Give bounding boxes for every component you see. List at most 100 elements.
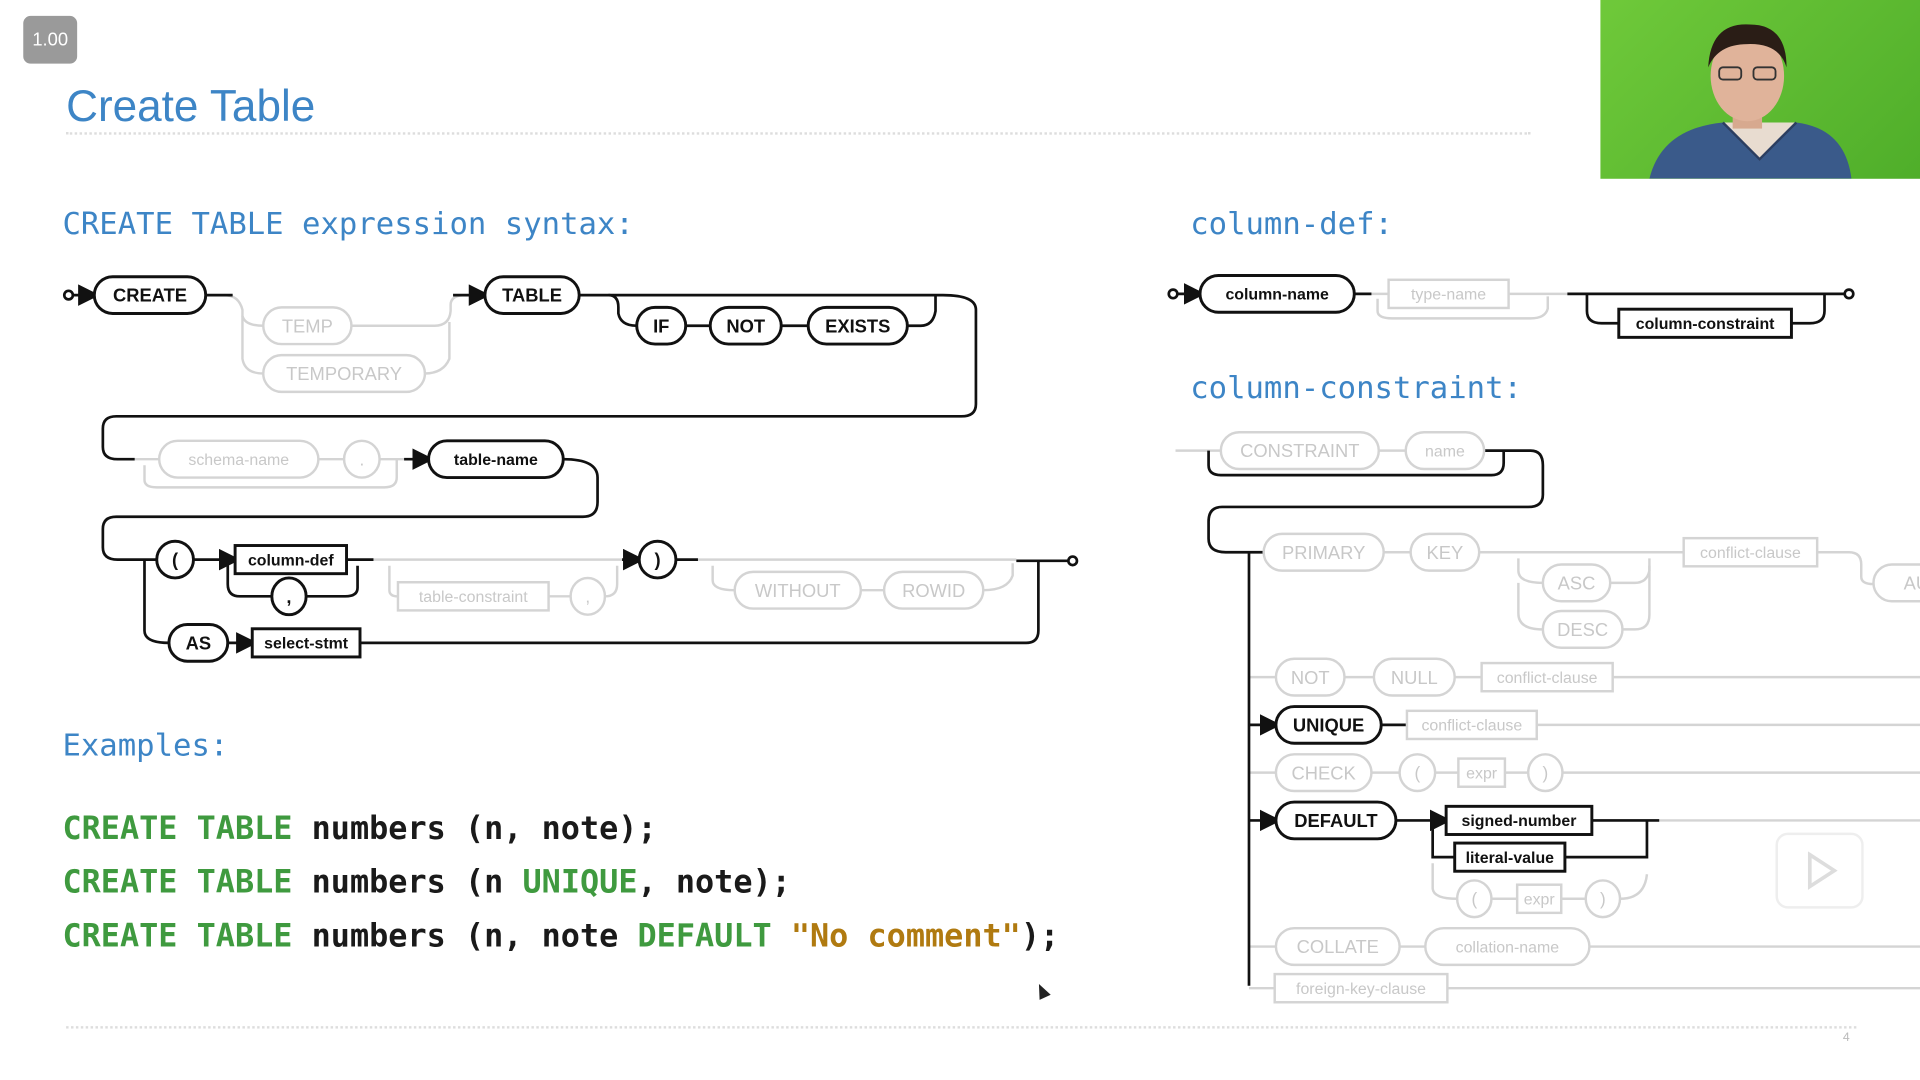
diagram-node-check-open: (	[1398, 753, 1437, 793]
node-shape	[1372, 657, 1456, 697]
node-shape	[1274, 926, 1401, 967]
node-shape	[1274, 753, 1373, 793]
node-label: ,	[585, 587, 590, 607]
node-label: select-stmt	[264, 636, 349, 653]
diagram-node-constraint: CONSTRAINT	[1219, 431, 1381, 471]
node-shape	[1444, 804, 1594, 836]
diagram-node-check-expr: expr	[1457, 757, 1507, 788]
diagram-node-desc: DESC	[1541, 609, 1624, 649]
node-label: expr	[1466, 765, 1498, 782]
node-label: CHECK	[1292, 762, 1357, 783]
node-shape	[1274, 800, 1398, 841]
diagram-node-temp: TEMP	[262, 306, 353, 346]
node-label: foreign-key-clause	[1296, 981, 1426, 998]
node-label: COLLATE	[1297, 936, 1379, 957]
node-shape	[1526, 753, 1564, 793]
node-label: table-name	[454, 452, 538, 469]
node-shape	[1198, 274, 1356, 314]
diagram-node-default-expr: expr	[1515, 883, 1563, 915]
node-shape	[637, 539, 678, 580]
node-label: conflict-clause	[1700, 545, 1801, 562]
node-shape	[92, 275, 208, 315]
diagram-node-as: AS	[167, 623, 230, 663]
diagram-main-paths	[62, 283, 1855, 986]
node-shape	[1682, 536, 1819, 568]
diagram-node-create: CREATE	[92, 275, 208, 315]
diagram-node-not: NOT	[708, 305, 783, 346]
diagram-node-schema-name: schema-name	[157, 439, 320, 479]
node-shape	[270, 576, 308, 617]
example-3: CREATE TABLE numbers (n, note DEFAULT "N…	[62, 918, 1059, 955]
node-label: CONSTRAINT	[1240, 440, 1359, 461]
node-label: AU	[1904, 572, 1920, 593]
node-label: name	[1425, 443, 1465, 460]
node-label: conflict-clause	[1421, 718, 1522, 735]
diagram-node-select-stmt: select-stmt	[250, 627, 362, 659]
node-shape	[1424, 926, 1591, 967]
play-button[interactable]	[1775, 832, 1864, 909]
node-shape	[1453, 841, 1567, 873]
node-shape	[1872, 563, 1920, 603]
diagram-node-temporary: TEMPORARY	[262, 353, 427, 394]
node-shape	[1274, 705, 1383, 745]
code-text: );	[1020, 918, 1060, 956]
node-label: table-constraint	[419, 589, 528, 606]
node-shape	[1480, 661, 1614, 693]
diagram-node-name: name	[1404, 431, 1486, 471]
node-shape	[1584, 879, 1622, 919]
diagram-node-open-paren: (	[155, 539, 195, 580]
node-shape	[250, 627, 362, 659]
keyword: UNIQUE	[522, 864, 638, 902]
syntax-heading: CREATE TABLE expression syntax:	[62, 205, 634, 242]
playback-speed-badge[interactable]: 1.00	[23, 15, 78, 64]
node-label: ,	[286, 586, 291, 607]
node-label: TEMPORARY	[286, 363, 402, 384]
node-shape	[1457, 757, 1507, 788]
node-shape	[262, 353, 427, 394]
node-shape	[1262, 532, 1385, 572]
node-shape	[396, 581, 550, 612]
play-icon	[1807, 851, 1838, 890]
node-label: DEFAULT	[1294, 810, 1378, 831]
keyword: DEFAULT	[637, 918, 772, 956]
diagram-node-primary: PRIMARY	[1262, 532, 1385, 572]
node-label: schema-name	[188, 452, 289, 469]
diagram-optional-paths	[134, 292, 1920, 990]
node-label: CREATE	[113, 285, 187, 306]
diagram-node-signed-number: signed-number	[1444, 804, 1594, 836]
diagram-node-exists: EXISTS	[806, 305, 909, 346]
node-label: NULL	[1391, 667, 1438, 688]
node-shape	[733, 570, 863, 610]
code-text: , note);	[637, 864, 791, 902]
node-shape	[806, 305, 909, 346]
diagram-node-check-close: )	[1526, 753, 1564, 793]
diagram-node-column-def: column-def	[233, 544, 349, 576]
diagram-node-collate: COLLATE	[1274, 926, 1401, 967]
node-label: EXISTS	[825, 315, 890, 336]
diagram-node-dot: .	[342, 439, 381, 479]
diagram-node-rowid: ROWID	[882, 570, 985, 610]
diagram-node-type-name: type-name	[1387, 278, 1510, 310]
node-shape	[1541, 563, 1612, 603]
node-shape	[427, 439, 565, 480]
node-label: collation-name	[1456, 939, 1560, 956]
node-shape	[483, 275, 581, 315]
code-text: numbers (n	[292, 864, 523, 902]
node-shape	[1274, 657, 1346, 697]
diagram-node-key: KEY	[1409, 532, 1481, 572]
slide-title: Create Table	[66, 80, 316, 132]
node-label: PRIMARY	[1282, 542, 1365, 563]
node-label: NOT	[726, 315, 766, 336]
title-divider	[66, 132, 1531, 135]
diagram-node-close-paren: )	[637, 539, 678, 580]
node-shape	[708, 305, 783, 346]
node-label: DESC	[1557, 619, 1608, 640]
diagram-node-collation-name: collation-name	[1424, 926, 1591, 967]
node-shape	[167, 623, 230, 663]
page-number: 4	[1842, 1031, 1850, 1045]
diagram-node-if: IF	[635, 305, 688, 346]
node-label: ROWID	[902, 580, 965, 601]
node-label: )	[1542, 763, 1548, 783]
diagram-node-conflict-clause-3: conflict-clause	[1405, 709, 1538, 741]
